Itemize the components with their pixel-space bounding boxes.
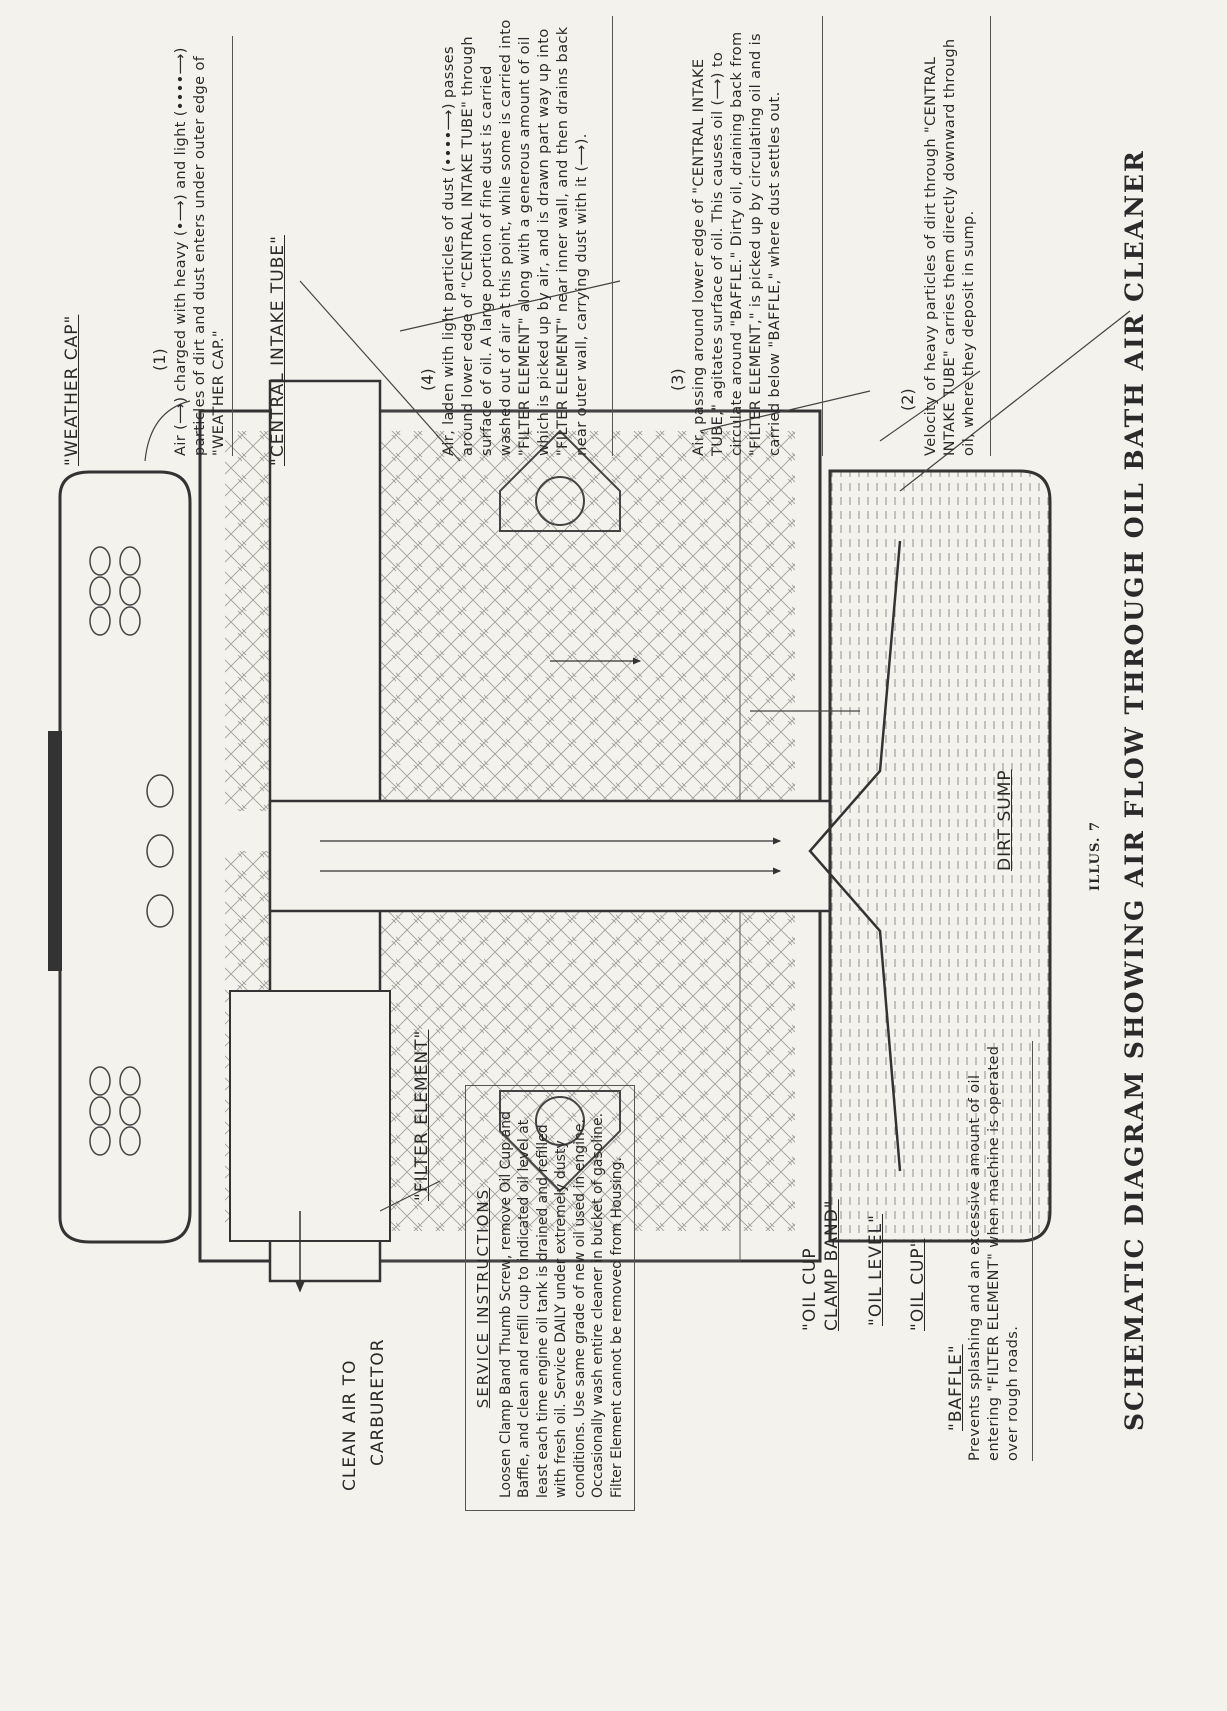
carburetor-outlet — [229, 657, 642, 1293]
leader-lines — [144, 280, 1131, 1212]
note-3-number: (3) — [668, 368, 687, 391]
note-3-text: Air, passing around lower edge of "CENTR… — [691, 31, 783, 456]
note-1-rule — [232, 36, 233, 456]
service-instructions-text: Loosen Clamp Band Thumb Screw, remove Oi… — [497, 1111, 625, 1498]
note-2-text: Velocity of heavy particles of dirt thro… — [923, 38, 977, 456]
dirt-sump-label: DIRT SUMP — [995, 769, 1015, 871]
oil-cup-label: "OIL CUP" — [908, 1238, 928, 1331]
mounting-lugs — [499, 429, 621, 1193]
clean-air-label-line2: CARBURETOR — [368, 1338, 388, 1466]
note-4-number: (4) — [418, 368, 437, 391]
clean-air-label-line1: CLEAN AIR TO — [340, 1359, 360, 1491]
service-instructions-heading: SERVICE INSTRUCTIONS — [474, 1187, 492, 1409]
note-4-text: Air, laden with light particles of dust … — [441, 19, 590, 456]
note-3-rule — [822, 16, 823, 456]
note-2-number: (2) — [898, 388, 917, 411]
oil-cup-clamp-band-label-line1: "OIL CUP — [800, 1247, 820, 1331]
note-1-number: (1) — [150, 348, 169, 371]
oil-cup-shape — [808, 469, 1052, 1243]
service-instructions-box: SERVICE INSTRUCTIONS Loosen Clamp Band T… — [465, 1085, 635, 1511]
oil-level-label: "OIL LEVEL" — [866, 1214, 886, 1326]
note-1-text: Air (⟶) charged with heavy (•⟶) and ligh… — [173, 47, 227, 456]
baffle-label: "BAFFLE" — [946, 1344, 966, 1431]
weather-cap-shape — [48, 470, 192, 1244]
weather-cap-label: "WEATHER CAP" — [62, 314, 82, 466]
illustration-number: ILLUS. 7 — [1088, 820, 1103, 891]
note-4-rule — [612, 16, 613, 456]
note-2-rule — [990, 16, 991, 456]
diagram-title: SCHEMATIC DIAGRAM SHOWING AIR FLOW THROU… — [1120, 149, 1149, 1431]
filter-element-label: "FILTER ELEMENT" — [412, 1029, 432, 1201]
central-intake-tube-label: "CENTRAL INTAKE TUBE" — [268, 235, 288, 466]
baffle-note-text: Prevents splashing and an excessive amou… — [967, 1045, 1021, 1461]
baffle-note-rule — [1032, 1041, 1033, 1461]
central-intake-tube-shape — [268, 799, 832, 913]
oil-cup-clamp-band-label-line2: CLAMP BAND" — [822, 1199, 842, 1331]
